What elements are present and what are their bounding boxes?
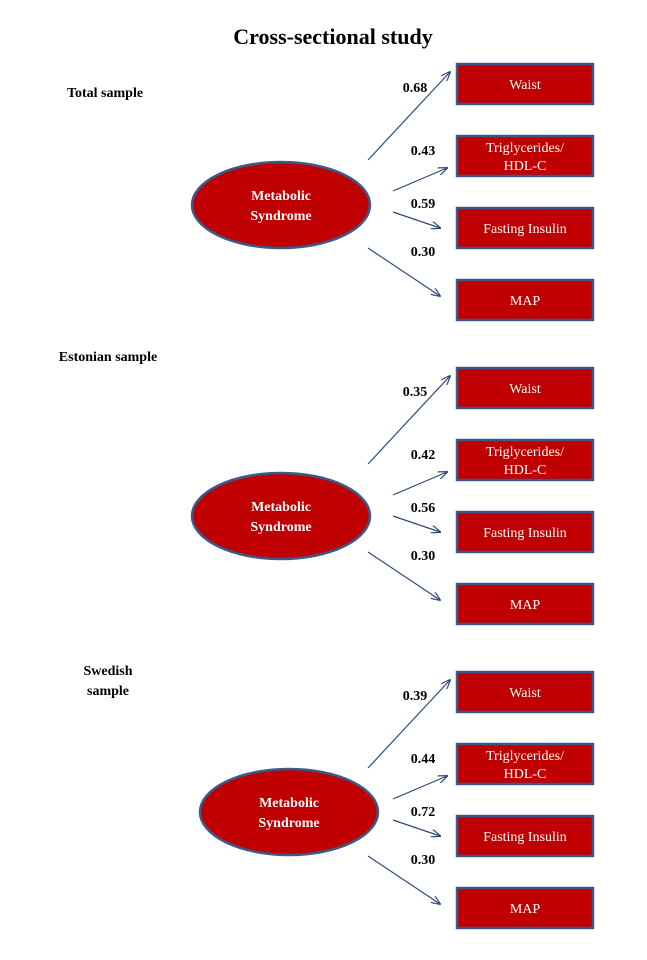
latent-label-line: Syndrome xyxy=(250,520,311,535)
sample-label-line: Total sample xyxy=(67,86,143,101)
diagram-title: Cross-sectional study xyxy=(233,24,432,49)
indicator-box xyxy=(455,814,595,858)
latent-label-line: Syndrome xyxy=(250,209,311,224)
path-arrow xyxy=(392,168,447,192)
indicator-label-line: Waist xyxy=(509,686,541,701)
loading-value: 0.72 xyxy=(411,805,436,820)
indicator-box xyxy=(455,742,595,786)
loading-value: 0.68 xyxy=(403,81,428,96)
loading-value: 0.39 xyxy=(403,689,428,704)
indicator-label-line: Fasting Insulin xyxy=(483,830,567,845)
indicator-label-line: Triglycerides/ xyxy=(486,749,564,764)
indicator-label: Fasting Insulin xyxy=(483,830,567,845)
loading-value: 0.59 xyxy=(411,197,436,212)
latent-label-line: Syndrome xyxy=(258,816,319,831)
indicator-box xyxy=(455,62,595,106)
sample-label: Total sample xyxy=(67,86,143,101)
indicator-label: MAP xyxy=(510,294,541,309)
path-arrow xyxy=(367,680,450,769)
indicator-label-line: Triglycerides/ xyxy=(486,141,564,156)
sample-label-line: Estonian sample xyxy=(59,350,157,365)
path-arrow xyxy=(392,515,440,532)
indicator-box xyxy=(455,134,595,178)
loading-value: 0.42 xyxy=(411,448,436,463)
indicator-label: Waist xyxy=(509,686,541,701)
indicator-label: Triglycerides/HDL-C xyxy=(486,141,564,174)
indicator-label: Waist xyxy=(509,382,541,397)
indicator-label-line: Fasting Insulin xyxy=(483,526,567,541)
loading-value: 0.30 xyxy=(411,853,436,868)
sample-label: Swedish sample xyxy=(83,664,132,699)
indicator-box xyxy=(455,206,595,250)
indicator-label-line: Waist xyxy=(509,382,541,397)
loading-value: 0.35 xyxy=(403,385,428,400)
indicator-label-line: Fasting Insulin xyxy=(483,222,567,237)
loading-value: 0.30 xyxy=(411,245,436,260)
indicator-label-line: HDL-C xyxy=(504,159,547,174)
latent-ellipse xyxy=(198,767,380,857)
path-arrow xyxy=(367,376,450,465)
indicator-label: MAP xyxy=(510,598,541,613)
path-arrow xyxy=(367,551,440,600)
indicator-label: MAP xyxy=(510,902,541,917)
indicator-label-line: MAP xyxy=(510,294,541,309)
path-arrow xyxy=(392,776,447,800)
indicator-label-line: MAP xyxy=(510,902,541,917)
latent-label-line: Metabolic xyxy=(251,500,311,515)
indicator-label: Fasting Insulin xyxy=(483,526,567,541)
sample-label-line: Swedish xyxy=(83,664,132,679)
sample-label-line: sample xyxy=(87,684,129,699)
path-arrow xyxy=(392,819,440,836)
indicator-label: Triglycerides/HDL-C xyxy=(486,749,564,782)
loading-value: 0.44 xyxy=(411,752,436,767)
latent-ellipse xyxy=(190,471,372,561)
latent-ellipse xyxy=(190,160,372,250)
indicator-box xyxy=(455,582,595,626)
indicator-label: Fasting Insulin xyxy=(483,222,567,237)
sample-label: Estonian sample xyxy=(59,350,157,365)
indicator-box xyxy=(455,438,595,482)
loading-value: 0.56 xyxy=(411,501,436,516)
indicator-label-line: MAP xyxy=(510,598,541,613)
indicator-label-line: HDL-C xyxy=(504,767,547,782)
path-arrow xyxy=(392,211,440,228)
indicator-label-line: Triglycerides/ xyxy=(486,445,564,460)
indicator-box xyxy=(455,510,595,554)
indicator-box xyxy=(455,670,595,714)
indicator-label: Triglycerides/HDL-C xyxy=(486,445,564,478)
indicator-label-line: HDL-C xyxy=(504,463,547,478)
path-arrow xyxy=(367,72,450,161)
path-arrow xyxy=(367,855,440,904)
indicator-label: Waist xyxy=(509,78,541,93)
indicator-label-line: Waist xyxy=(509,78,541,93)
indicator-box xyxy=(455,886,595,930)
latent-label-line: Metabolic xyxy=(251,189,311,204)
path-arrow xyxy=(367,247,440,296)
indicator-box xyxy=(455,278,595,322)
indicator-box xyxy=(455,366,595,410)
path-arrow xyxy=(392,472,447,496)
loading-value: 0.43 xyxy=(411,144,436,159)
loading-value: 0.30 xyxy=(411,549,436,564)
latent-label-line: Metabolic xyxy=(259,796,319,811)
